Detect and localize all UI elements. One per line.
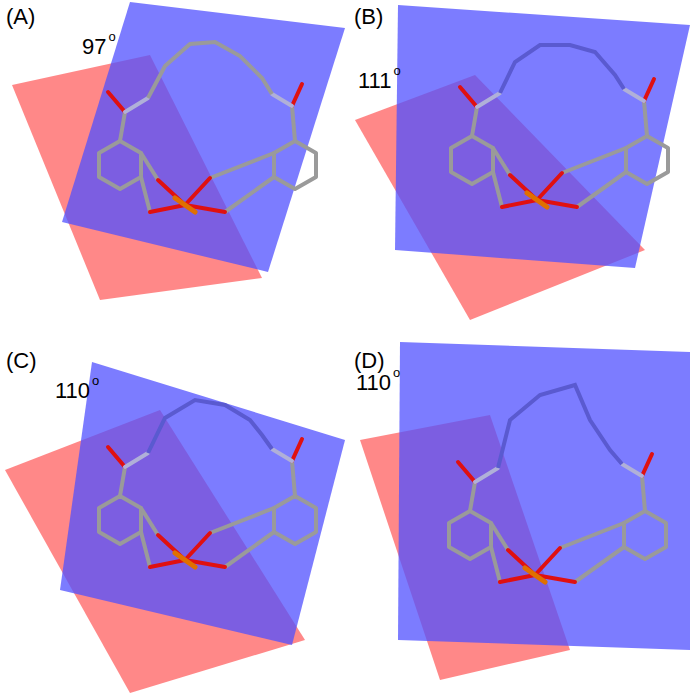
degree-mark: o	[393, 366, 400, 379]
angle-value: 97	[82, 36, 106, 58]
panel-label: (B)	[354, 6, 383, 28]
degree-mark: o	[92, 374, 99, 387]
panel-label: (D)	[354, 350, 385, 372]
panel-label: (C)	[6, 350, 37, 372]
degree-mark: o	[108, 30, 115, 43]
panel-label: (A)	[6, 6, 35, 28]
angle-value: 110	[356, 372, 391, 394]
degree-mark: o	[393, 64, 400, 77]
angle-value: 110	[55, 380, 90, 402]
angle-value: 111	[358, 70, 391, 92]
